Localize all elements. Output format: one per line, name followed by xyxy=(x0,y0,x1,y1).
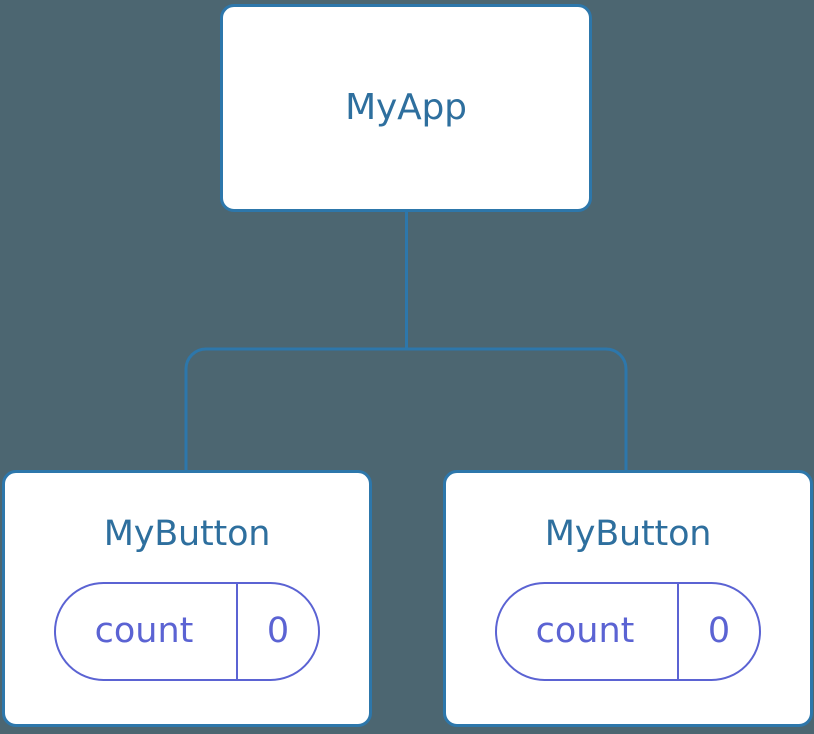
node-mybutton-left[interactable]: MyButton count 0 xyxy=(2,470,372,727)
node-mybutton-right[interactable]: MyButton count 0 xyxy=(443,470,813,727)
node-title: MyApp xyxy=(345,87,467,128)
state-value: 0 xyxy=(677,584,759,679)
state-key: count xyxy=(535,611,635,651)
state-pill[interactable]: count 0 xyxy=(54,582,320,681)
node-title: MyButton xyxy=(103,514,271,554)
edge-bus-to-child-left xyxy=(184,347,407,470)
edge-bus-to-child-right xyxy=(406,347,628,470)
state-key: count xyxy=(94,611,194,651)
node-title: MyButton xyxy=(544,514,712,554)
state-value: 0 xyxy=(236,584,318,679)
node-myapp[interactable]: MyApp xyxy=(220,4,592,212)
state-pill[interactable]: count 0 xyxy=(495,582,761,681)
